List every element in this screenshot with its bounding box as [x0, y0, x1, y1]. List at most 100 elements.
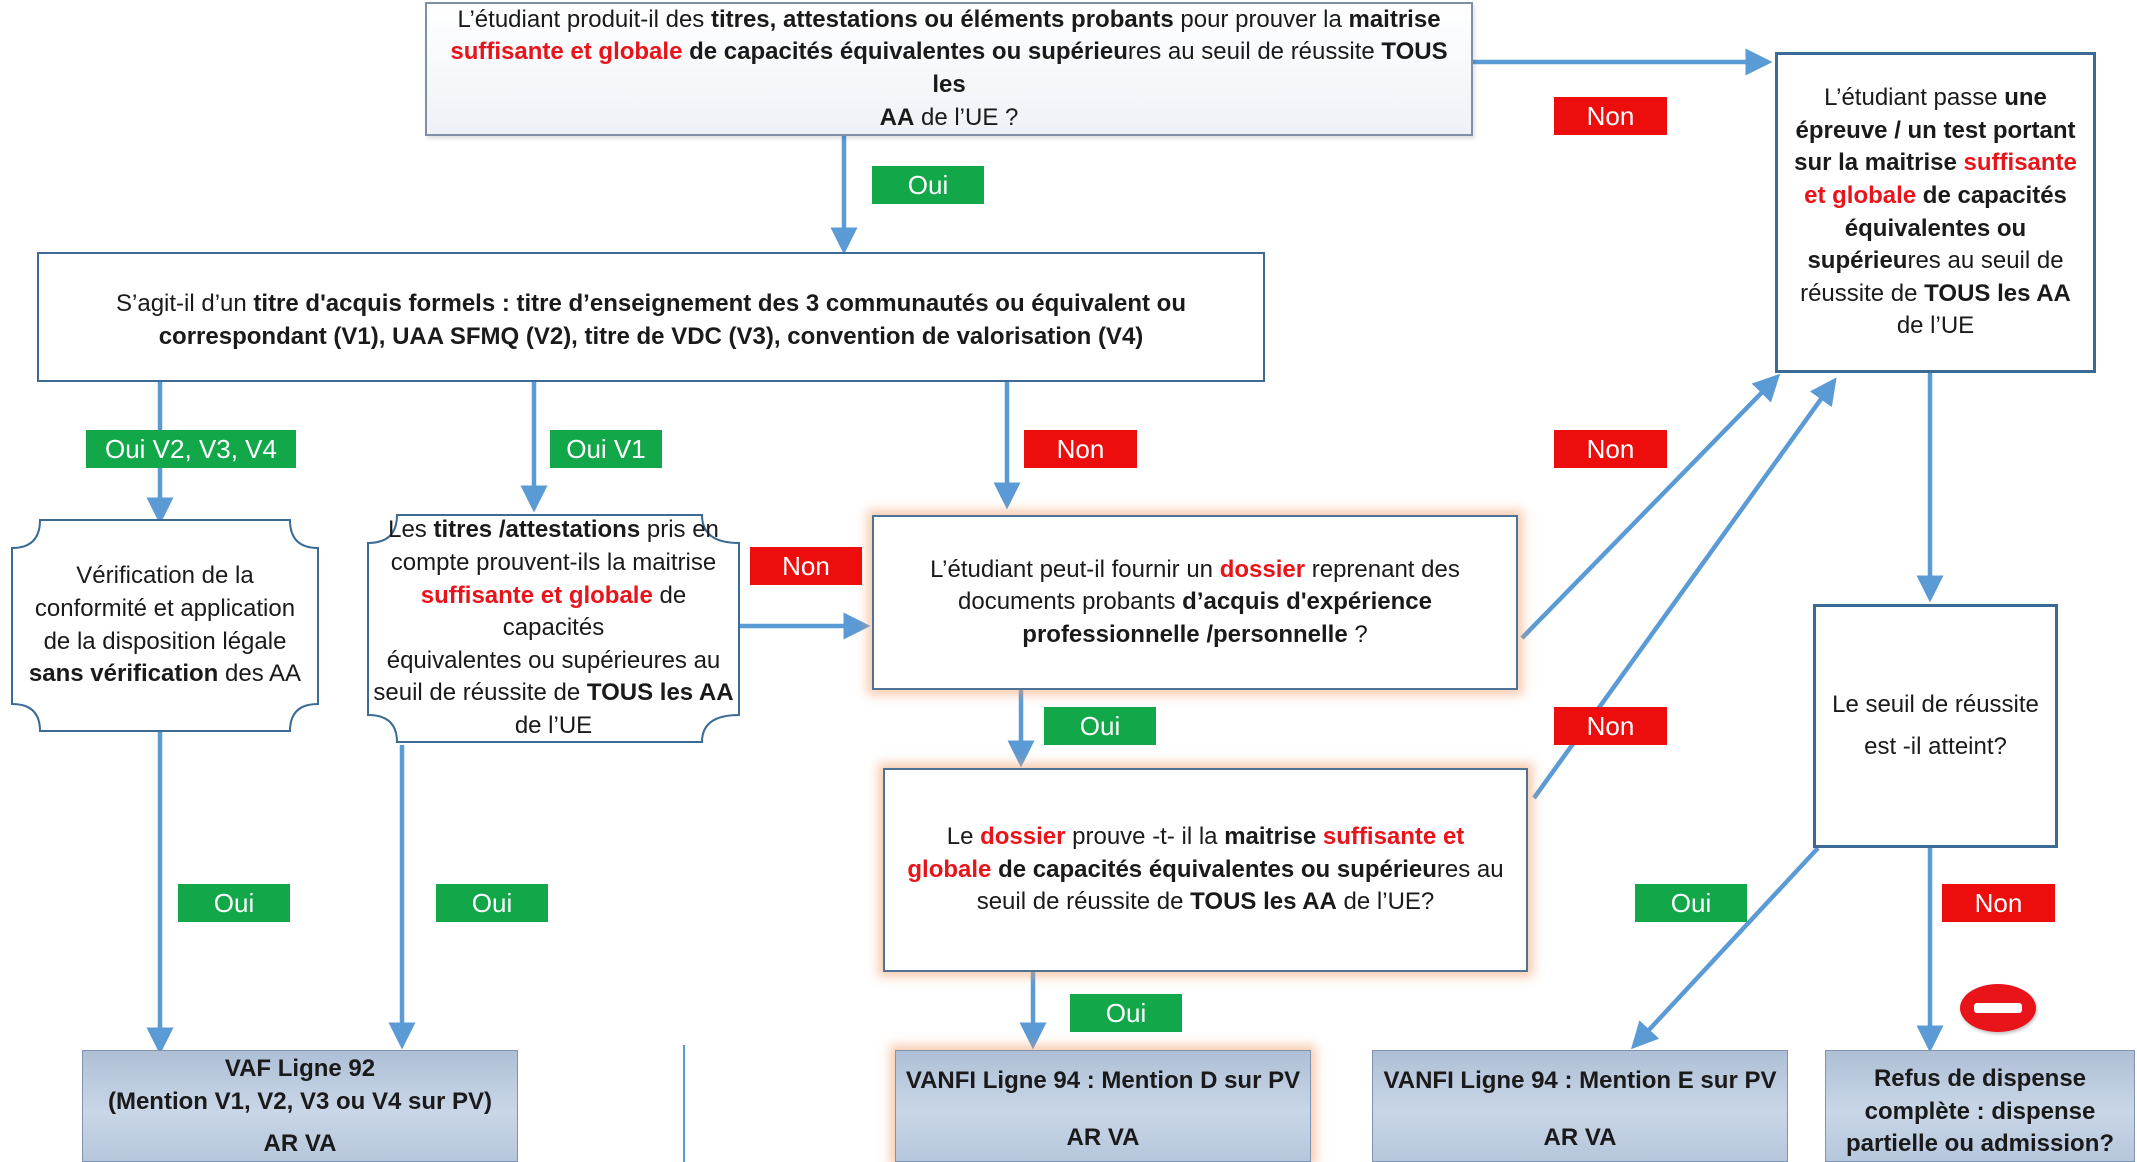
text-bold: titre d'acquis formels : titre d’enseign… [253, 290, 1186, 317]
text: réussite de [1800, 279, 1925, 307]
outcome-vanfi-d: VANFI Ligne 94 : Mention D sur PV AR VA [895, 1050, 1311, 1162]
text: Les [388, 516, 434, 544]
outcome-vaf: VAF Ligne 92 (Mention V1, V2, V3 ou V4 s… [82, 1050, 518, 1162]
label-non: Non [750, 547, 862, 585]
text-bold: complète : dispense [1864, 1097, 2096, 1125]
label-oui: Oui [178, 884, 290, 922]
text: L’étudiant passe [1824, 84, 2005, 111]
label-non: Non [1554, 97, 1667, 135]
outcome-vanfi-e: VANFI Ligne 94 : Mention E sur PV AR VA [1372, 1050, 1788, 1162]
text-bold: titres /attestations [433, 516, 641, 544]
text: S’agit-il d’un [116, 290, 254, 317]
text-highlight: suffisante et globale [450, 38, 683, 66]
text: seuil de réussite de [976, 888, 1191, 916]
label-oui: Oui [1044, 707, 1156, 745]
step-verification-conformite: Vérification de la conformité et applica… [12, 520, 318, 731]
label-non: Non [1024, 430, 1137, 468]
text-bold: (Mention V1, V2, V3 ou V4 sur PV) [107, 1087, 493, 1115]
question-dossier-experience: L’étudiant peut-il fournir un dossier re… [872, 515, 1518, 690]
text: Le [946, 823, 981, 851]
text: reprenant des [1305, 555, 1460, 583]
text-bold: sans vérification [28, 660, 219, 688]
text-bold: VANFI Ligne 94 : Mention D sur PV [905, 1067, 1301, 1094]
text: prouve -t- il la [1065, 823, 1225, 851]
text-bold: épreuve / un test portant [1795, 116, 2076, 144]
label-oui-v1: Oui V1 [550, 430, 662, 468]
text-highlight: globale [907, 855, 992, 883]
text: est -il atteint? [1864, 733, 2007, 760]
text: équivalentes ou supérieures au [386, 646, 721, 674]
question-acquis-formels: S’agit-il d’un titre d'acquis formels : … [37, 252, 1265, 382]
text-bold: VAF Ligne 92 [224, 1055, 376, 1082]
text-bold: supérieu [1807, 247, 1908, 275]
label-non: Non [1554, 430, 1667, 468]
text-bold: AR VA [263, 1130, 337, 1158]
text-bold: d’acquis d'expérience [1182, 588, 1432, 616]
question-titres-pris-en-compte: Les titres /attestations pris en compte … [368, 515, 739, 742]
text-highlight: suffisante et globale [420, 581, 653, 609]
text-bold: de capacités équivalentes ou supérieu [682, 38, 1128, 66]
text: res au [1436, 855, 1504, 883]
outcome-refus: Refus de dispense complète : dispense pa… [1825, 1050, 2135, 1162]
question-seuil-atteint: Le seuil de réussite est -il atteint? [1813, 604, 2058, 848]
label-non: Non [1942, 884, 2055, 922]
text: documents probants [958, 588, 1183, 616]
text-bold: titres, attestations ou éléments probant… [710, 5, 1174, 33]
text-bold: maitrise [1224, 823, 1317, 851]
text-bold: AR VA [1543, 1123, 1617, 1151]
text-bold: une [2004, 84, 2047, 111]
question-dossier-prouve: Le dossier prouve -t- il la maitrise suf… [883, 768, 1528, 972]
text: Le seuil de réussite [1832, 691, 2039, 718]
text-bold: de capacités équivalentes ou supérieu [991, 855, 1437, 883]
text-bold: Refus de dispense [1873, 1065, 2087, 1092]
arrow-q8-to-vanfi-e [1630, 846, 1820, 1050]
text: pour prouver la [1173, 5, 1349, 33]
text: de l’UE? [1336, 888, 1435, 916]
text-bold: maitrise [1348, 5, 1441, 33]
text: compte prouvent-ils la maitrise [390, 548, 717, 576]
text: L’étudiant produit-il des [457, 5, 711, 33]
text: pris en [640, 516, 719, 544]
text-bold: VANFI Ligne 94 : Mention E sur PV [1383, 1067, 1777, 1094]
text: Vérification de la [76, 562, 254, 590]
text-bold: AR VA [1066, 1123, 1140, 1151]
text: seuil de réussite de [373, 679, 587, 707]
text-bold: équivalentes ou [1844, 214, 2027, 242]
decision-q3-shape [11, 519, 319, 732]
text-bold: professionnelle /personnelle [1022, 620, 1348, 648]
question-titres-attestations: L’étudiant produit-il des titres, attest… [425, 2, 1473, 136]
text-bold: de capacités [1916, 181, 2067, 209]
text: des AA [218, 660, 302, 688]
text: res [1127, 38, 1162, 66]
text-highlight: suffisante [1963, 149, 2077, 177]
text-bold: TOUS les [932, 38, 1448, 98]
text: ? [1347, 620, 1368, 648]
text-bold: partielle ou admission? [1845, 1130, 2115, 1158]
label-oui: Oui [1070, 994, 1182, 1032]
text: de l’UE [1896, 312, 1975, 340]
text-highlight: suffisante et [1316, 823, 1465, 851]
label-non: Non [1554, 707, 1667, 745]
question-epreuve-test: L’étudiant passe une épreuve / un test p… [1775, 52, 2096, 373]
text: au seuil de réussite [1161, 38, 1382, 66]
text-bold: AA [879, 103, 915, 131]
text: de la disposition légale [43, 627, 287, 655]
text-bold: TOUS les AA [1924, 279, 2071, 307]
text: de l’UE ? [914, 103, 1019, 131]
label-oui-v234: Oui V2, V3, V4 [86, 430, 296, 468]
text-bold: TOUS les AA [586, 679, 734, 707]
arrow-q5-to-q7 [1520, 373, 1781, 640]
text-bold: TOUS les AA [1190, 888, 1337, 916]
decision-q4-shape [367, 514, 740, 743]
text: L’étudiant peut-il fournir un [930, 555, 1220, 583]
no-entry-icon [1960, 984, 2036, 1032]
label-oui: Oui [436, 884, 548, 922]
label-oui: Oui [1635, 884, 1747, 922]
text-highlight: et globale [1804, 181, 1917, 209]
text: conformité et application [34, 594, 296, 622]
text-bold: correspondant (V1), UAA SFMQ (V2), titre… [158, 322, 1144, 350]
no-entry-bar [1974, 1003, 2022, 1013]
text: res au seuil de [1907, 247, 2064, 275]
text-highlight: dossier [1219, 555, 1306, 583]
